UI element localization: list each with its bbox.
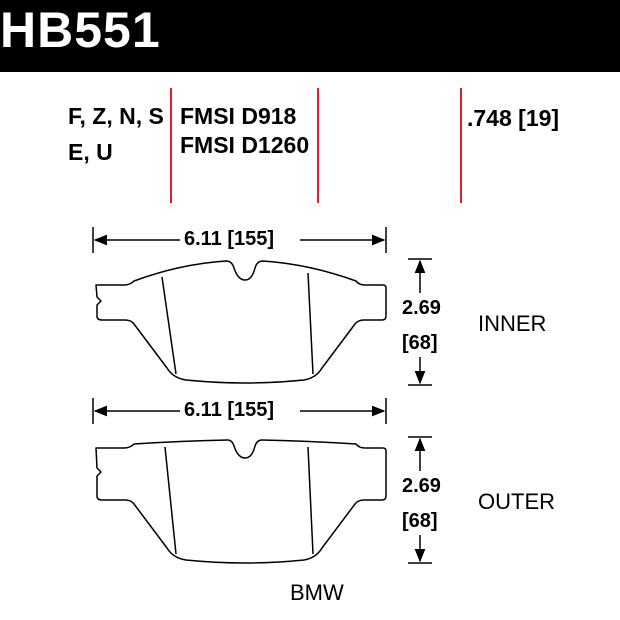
inner-height-dimension	[408, 258, 432, 386]
inner-width-label: 6.11 [155]	[180, 227, 279, 251]
outer-pad-outline	[95, 439, 387, 564]
outer-height-inches: 2.69	[398, 474, 445, 498]
outer-height-mm: [68]	[398, 509, 442, 533]
inner-width-dimension	[92, 227, 387, 253]
header-bar: HB551	[0, 0, 620, 72]
inner-pad-label: INNER	[478, 311, 547, 336]
inner-pad-outline	[95, 260, 387, 384]
inner-height-inches: 2.69	[398, 296, 445, 320]
outer-width-dimension	[92, 398, 387, 424]
fmsi-number-1: FMSI D918	[180, 103, 297, 129]
outer-height-dimension	[408, 436, 432, 564]
outer-pad-label: OUTER	[478, 489, 555, 514]
compound-codes-line-1: F, Z, N, S	[68, 103, 164, 129]
part-number: HB551	[0, 2, 161, 58]
inner-height-mm: [68]	[398, 331, 442, 355]
vehicle-make-label: BMW	[290, 580, 344, 605]
outer-width-label: 6.11 [155]	[180, 398, 279, 422]
compound-codes-line-2: E, U	[68, 139, 113, 165]
fmsi-number-2: FMSI D1260	[180, 132, 310, 158]
pad-thickness: .748 [19]	[467, 105, 560, 131]
